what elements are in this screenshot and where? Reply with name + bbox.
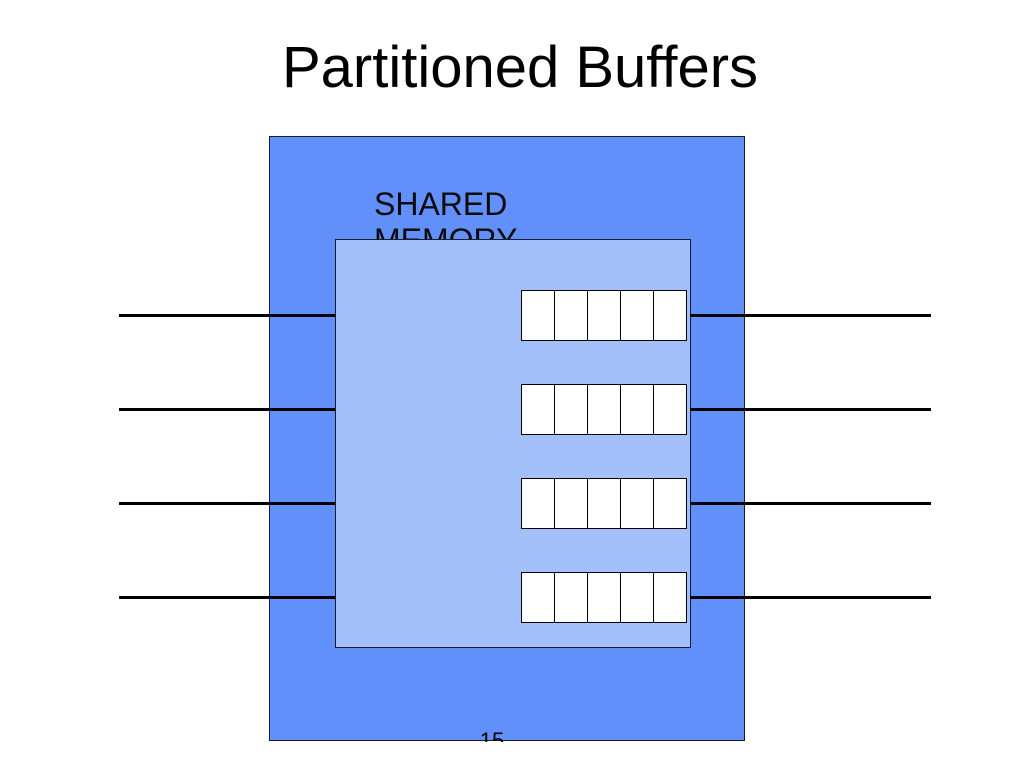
output-port-line xyxy=(690,502,931,505)
output-port-line xyxy=(690,596,931,599)
queue-cell xyxy=(653,572,687,623)
queue-cell xyxy=(554,572,588,623)
queue-cell xyxy=(521,572,555,623)
slide-bottom-edge xyxy=(0,742,1024,768)
output-port-line xyxy=(690,314,931,317)
queue-cell xyxy=(620,384,654,435)
queue-cell xyxy=(620,290,654,341)
input-port-line xyxy=(119,408,335,411)
input-port-line xyxy=(119,502,335,505)
slide-title: Partitioned Buffers xyxy=(281,35,759,100)
queue-cell xyxy=(620,478,654,529)
queue-cell xyxy=(653,384,687,435)
queue-cell xyxy=(521,478,555,529)
queue-cell xyxy=(521,384,555,435)
output-queue xyxy=(521,478,687,529)
input-port-line xyxy=(119,314,335,317)
output-queue xyxy=(521,572,687,623)
queue-cell xyxy=(620,572,654,623)
queue-cell xyxy=(587,478,621,529)
queue-cell xyxy=(653,478,687,529)
queue-cell xyxy=(554,290,588,341)
queue-cell xyxy=(587,384,621,435)
queue-cell xyxy=(587,290,621,341)
queue-cell xyxy=(554,384,588,435)
output-queue xyxy=(521,290,687,341)
output-port-line xyxy=(690,408,931,411)
input-port-line xyxy=(119,596,335,599)
output-queue xyxy=(521,384,687,435)
queue-cell xyxy=(587,572,621,623)
queue-cell xyxy=(521,290,555,341)
queue-cell xyxy=(554,478,588,529)
queue-cell xyxy=(653,290,687,341)
